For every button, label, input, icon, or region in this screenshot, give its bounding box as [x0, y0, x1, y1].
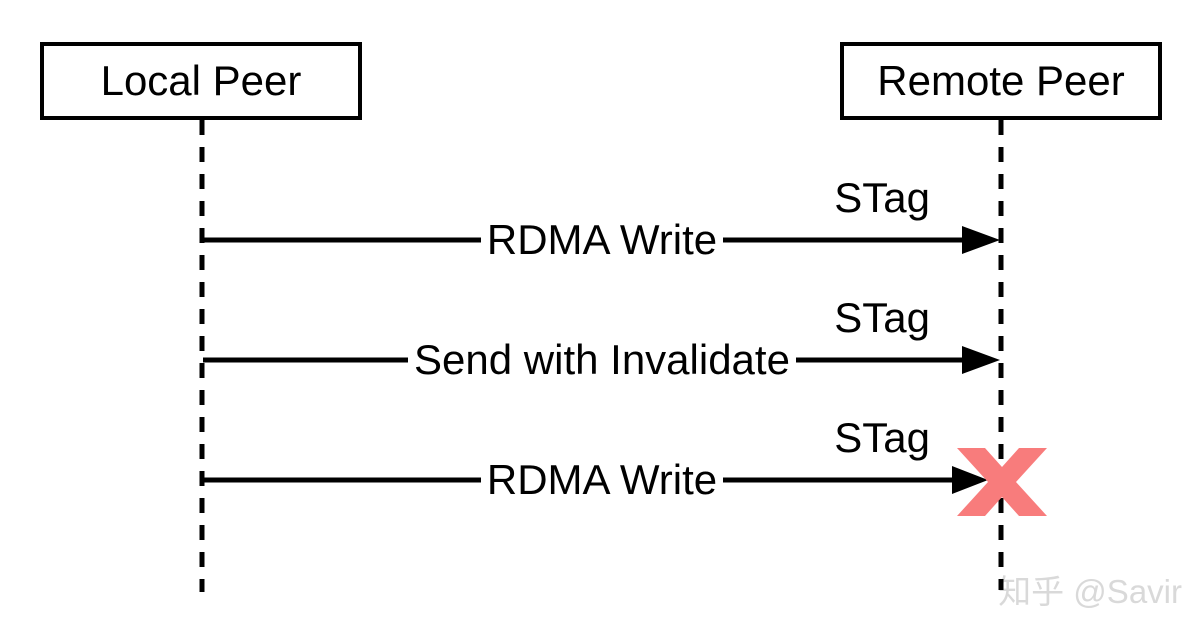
- actor-box-remote-peer: Remote Peer: [840, 42, 1162, 120]
- actor-label-local-peer: Local Peer: [100, 57, 302, 104]
- actor-label-remote-peer: Remote Peer: [877, 57, 1125, 104]
- arrowhead-icon-2: [962, 346, 1000, 374]
- watermark: 知乎 @Savir: [998, 573, 1182, 610]
- arrowhead-icon-3: [952, 466, 988, 494]
- arrowhead-icon-1: [962, 226, 1000, 254]
- actor-box-local-peer: Local Peer: [40, 42, 362, 120]
- invalid-stag-x-icon: [957, 448, 1047, 516]
